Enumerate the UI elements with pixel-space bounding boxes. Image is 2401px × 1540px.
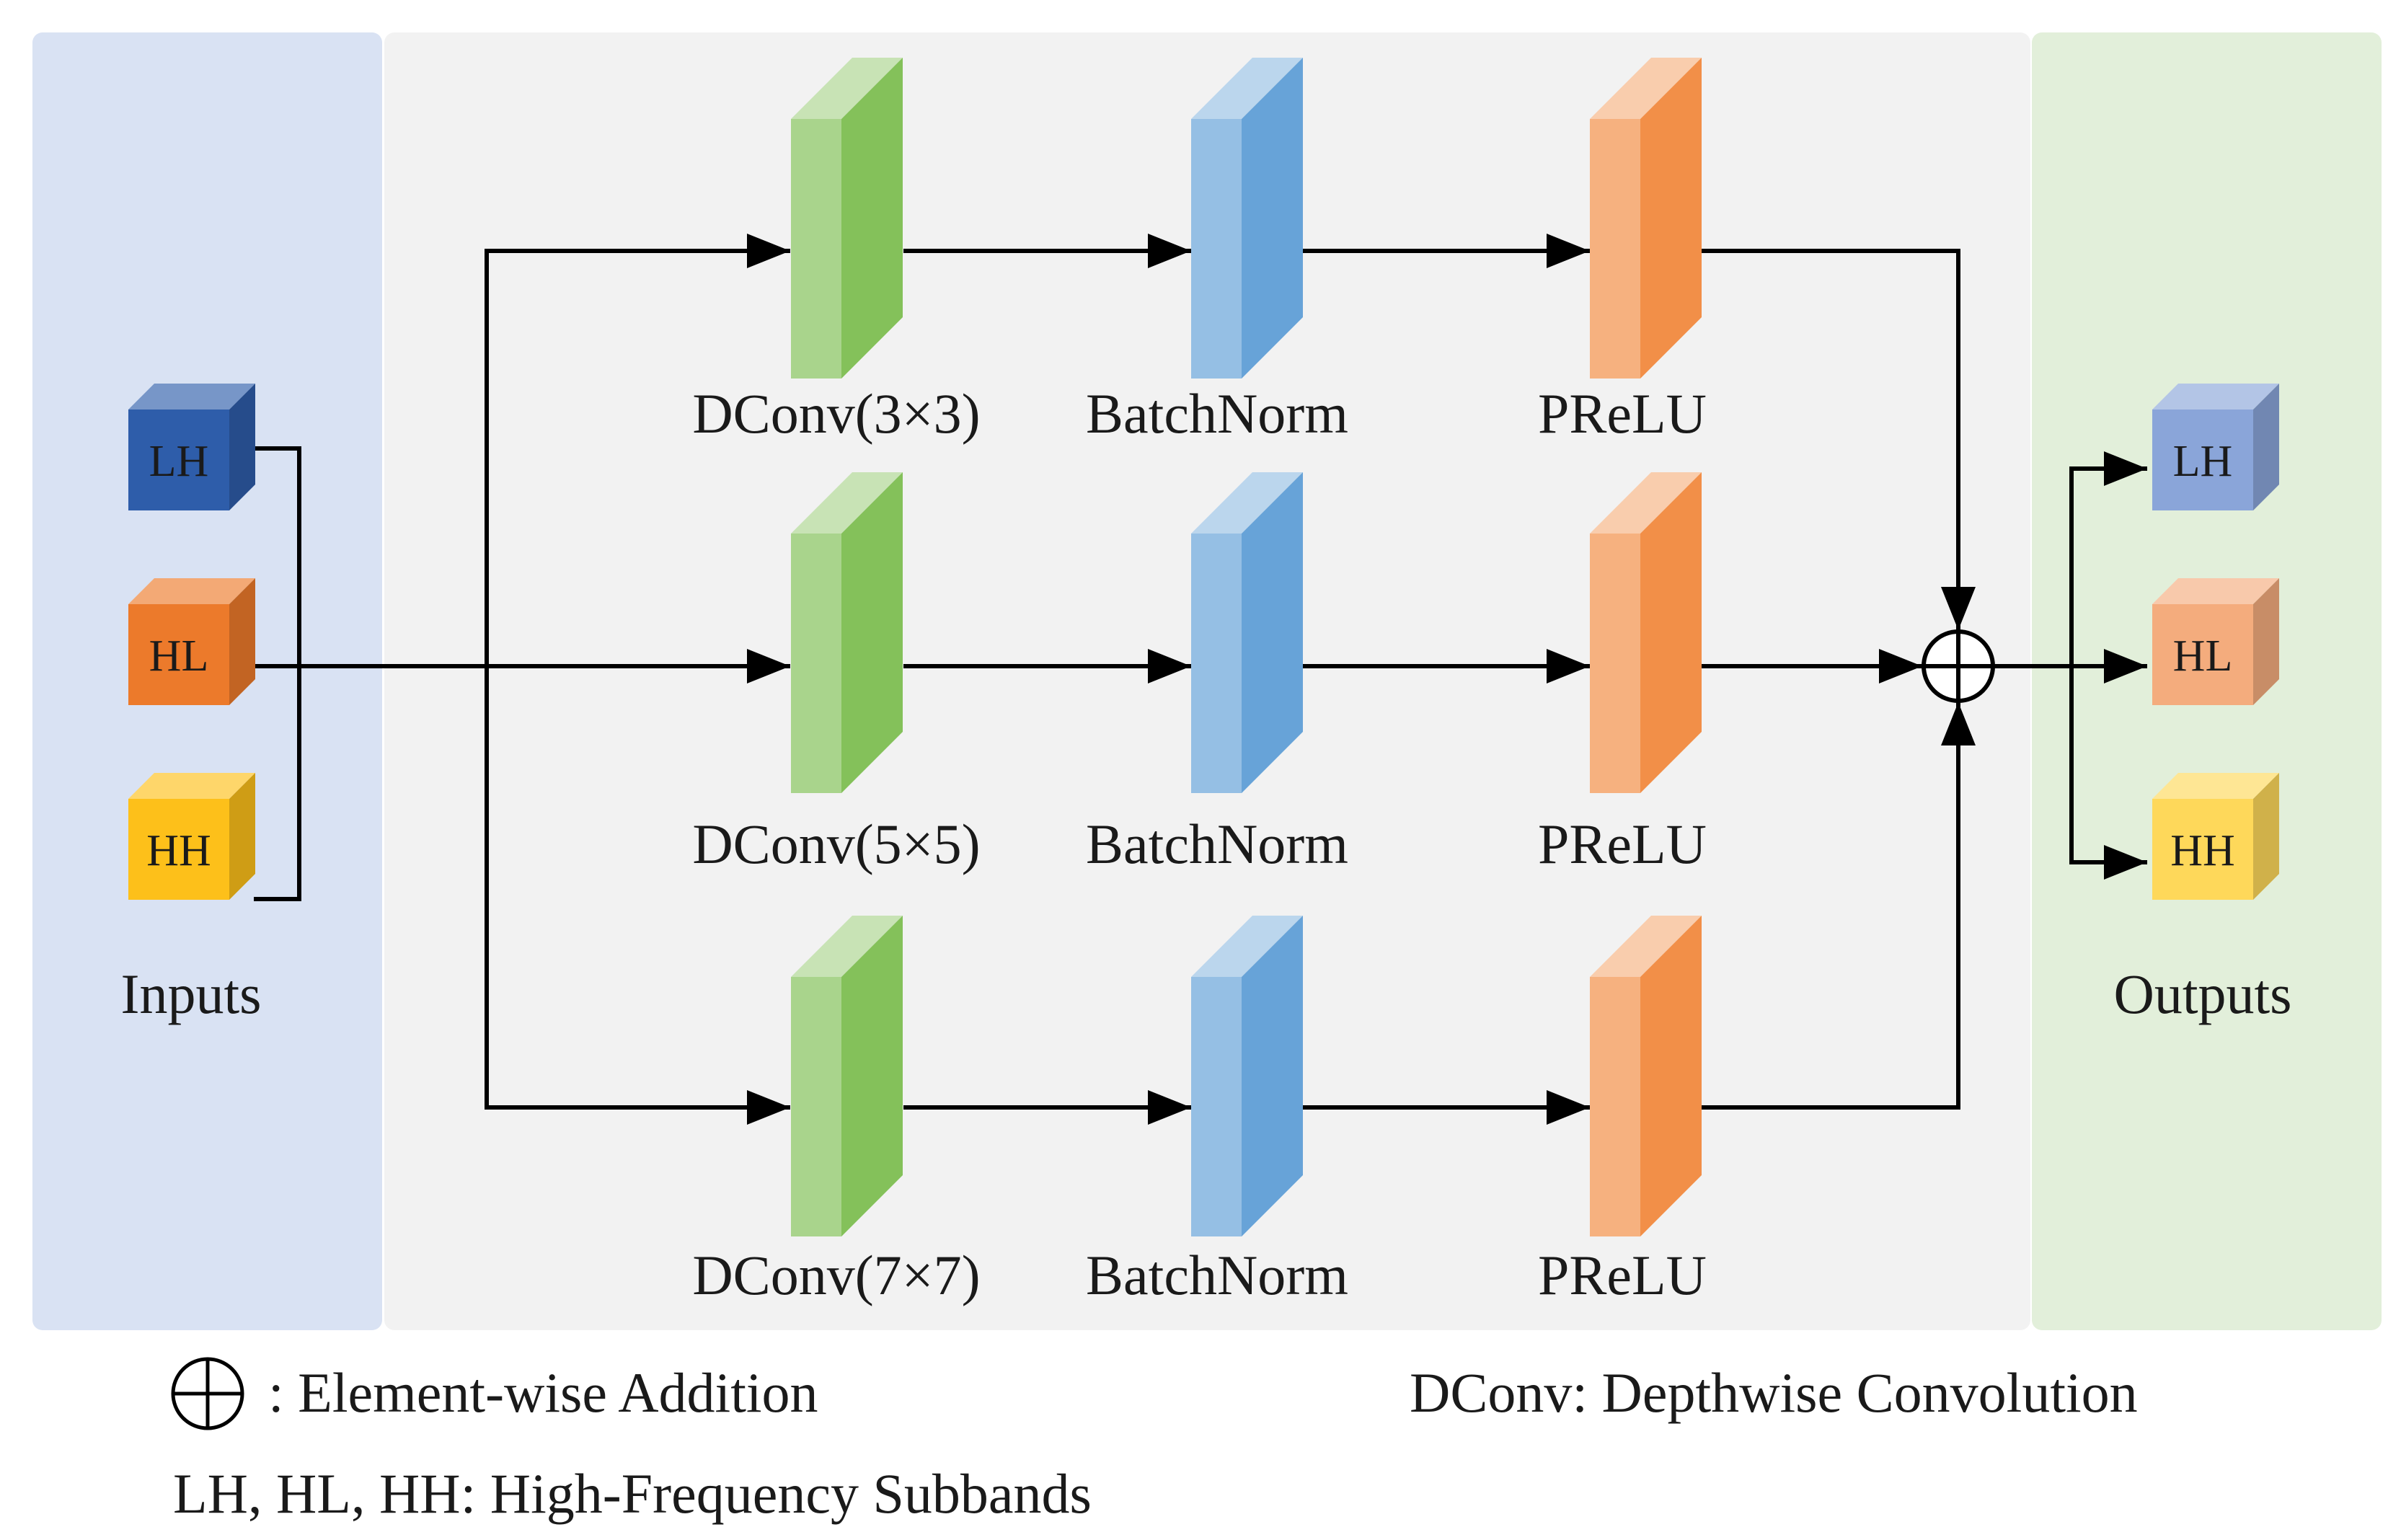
act-label-3: PReLU bbox=[1538, 1244, 1707, 1306]
conv-label-1: DConv(3×3) bbox=[692, 382, 980, 445]
element-wise-addition-node bbox=[1922, 629, 1995, 703]
norm-block-3 bbox=[1191, 916, 1303, 1236]
output-cubes: LH HL HH bbox=[2152, 384, 2279, 900]
input-cube-lh-label: LH bbox=[149, 437, 209, 486]
input-cube-hh-label: HH bbox=[146, 826, 211, 875]
act-label-2: PReLU bbox=[1538, 813, 1707, 875]
norm-block-2 bbox=[1191, 472, 1303, 793]
norm-block-1 bbox=[1191, 58, 1303, 379]
act-label-1: PReLU bbox=[1538, 382, 1707, 445]
legend-subbands: LH, HL, HH: High-Frequency Subbands bbox=[173, 1462, 1092, 1525]
legend-addition: : Element-wise Addition bbox=[268, 1361, 818, 1424]
norm-label-1: BatchNorm bbox=[1086, 382, 1348, 445]
output-cube-lh-label: LH bbox=[2173, 437, 2233, 486]
outputs-label: Outputs bbox=[2113, 962, 2291, 1025]
addition-symbol-icon bbox=[171, 1357, 244, 1430]
norm-label-3: BatchNorm bbox=[1086, 1244, 1348, 1306]
input-cubes: LH HL HH bbox=[128, 384, 255, 900]
input-cube-hh: HH bbox=[128, 773, 255, 900]
conv-label-3: DConv(7×7) bbox=[692, 1244, 980, 1306]
input-cube-hl-label: HL bbox=[149, 632, 209, 681]
act-block-2 bbox=[1590, 472, 1702, 793]
output-cube-hh: HH bbox=[2152, 773, 2279, 900]
conv-block-1 bbox=[791, 58, 903, 379]
norm-label-2: BatchNorm bbox=[1086, 813, 1348, 875]
conv-label-2: DConv(5×5) bbox=[692, 813, 980, 875]
conv-block-2 bbox=[791, 472, 903, 793]
output-cube-lh: LH bbox=[2152, 384, 2279, 510]
legend: : Element-wise Addition DConv: Depthwise… bbox=[171, 1357, 2138, 1525]
input-cube-lh: LH bbox=[128, 384, 255, 510]
act-block-1 bbox=[1590, 58, 1702, 379]
output-cube-hl-label: HL bbox=[2173, 632, 2233, 681]
inputs-label: Inputs bbox=[121, 962, 262, 1025]
legend-dconv: DConv: Depthwise Convolution bbox=[1410, 1361, 2138, 1424]
input-cube-hl: HL bbox=[128, 578, 255, 705]
act-block-3 bbox=[1590, 916, 1702, 1236]
conv-block-3 bbox=[791, 916, 903, 1236]
output-cube-hl: HL bbox=[2152, 578, 2279, 705]
output-cube-hh-label: HH bbox=[2170, 826, 2235, 875]
connection-wires bbox=[254, 234, 2147, 1125]
